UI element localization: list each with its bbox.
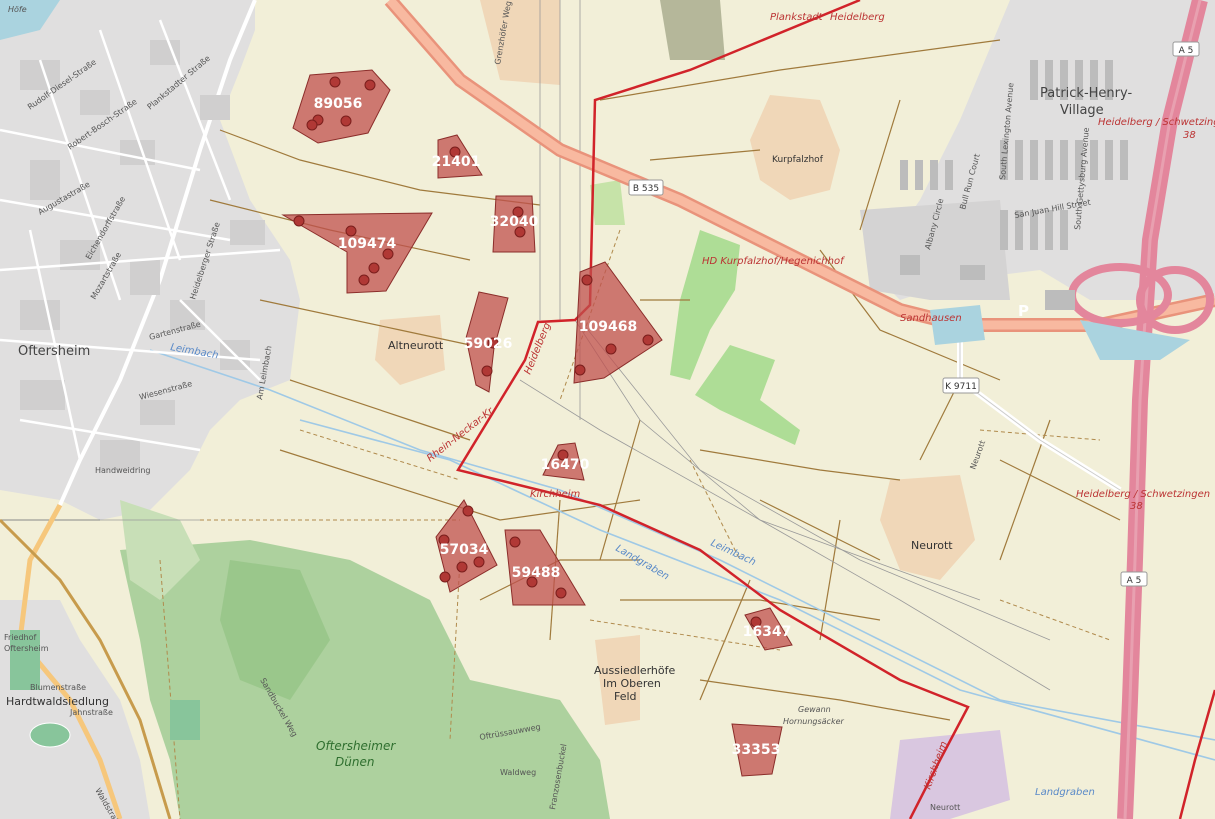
- label-patrick-henry-1: Patrick-Henry-: [1040, 86, 1132, 101]
- parcel-label-21401: 21401: [432, 154, 481, 170]
- street-handweid: Handweidring: [95, 466, 151, 475]
- label-kurpfalzhof: Kurpfalzhof: [772, 155, 824, 165]
- field-green-2: [695, 345, 800, 445]
- parcel-label-109468: 109468: [579, 319, 637, 335]
- b535-road-inner: [386, 0, 1215, 330]
- parcel-89056[interactable]: 89056: [292, 69, 391, 144]
- parcel-33353[interactable]: 33353: [731, 723, 783, 777]
- district-boundary: [456, 0, 970, 819]
- parcel-59488[interactable]: 59488: [504, 529, 586, 606]
- parcel-label-16347: 16347: [743, 624, 792, 640]
- streams: [149, 349, 1215, 761]
- a5-interchange-loop-right: [1136, 266, 1214, 334]
- sports-pitch: [170, 700, 200, 740]
- label-hardtwaldsiedlung: Hardtwaldsiedlung: [6, 695, 109, 708]
- label-aussiedlerhoefe-1: Aussiedlerhöfe: [594, 664, 675, 677]
- label-hd-schwetzingen-1: Heidelberg / Schwetzingen: [1098, 117, 1215, 128]
- label-patrick-henry-2: Village: [1060, 103, 1104, 118]
- oftersheim-buildings: [20, 40, 265, 470]
- label-kirchheim: Kirchheim: [530, 489, 581, 500]
- road-west: [17, 503, 123, 819]
- field-green-1: [670, 230, 740, 380]
- k9711-shield: K 9711: [942, 377, 980, 394]
- parcel-21401[interactable]: 21401: [432, 134, 483, 179]
- parcel-32040[interactable]: 32040: [490, 195, 539, 253]
- label-hornungsaecker: Hornungsäcker: [783, 717, 845, 726]
- stadium-track: [29, 722, 71, 748]
- parcel-59026[interactable]: 59026: [464, 291, 513, 393]
- label-landgraben-2: Landgraben: [1035, 787, 1095, 798]
- altneurott-settlement: [375, 315, 445, 385]
- a5-shield-bottom: A 5: [1120, 571, 1148, 587]
- dashed-tracks: [159, 229, 1111, 819]
- forest-patch: [120, 500, 200, 600]
- label-kurpfalzhof-hegenichhof: HD Kurpfalzhof/Hegenichhof: [702, 256, 845, 267]
- svg-text:K 9711: K 9711: [945, 382, 977, 392]
- label-altneurott: Altneurott: [388, 339, 444, 352]
- label-neurott: Neurott: [911, 539, 953, 552]
- label-friedhof-1: Friedhof: [4, 633, 36, 642]
- b535-shield: B 535: [628, 179, 664, 196]
- label-gewann: Gewann: [798, 705, 831, 714]
- a5-shield-top: A 5: [1172, 41, 1200, 57]
- retention-pond: [930, 305, 985, 345]
- svg-text:P: P: [1018, 302, 1029, 320]
- label-hd-schwetzingen-1b: 38: [1183, 130, 1196, 141]
- power-lines: [0, 0, 1051, 691]
- parcel-label-59026: 59026: [464, 336, 513, 352]
- parcel-label-57034: 57034: [440, 542, 489, 558]
- aussiedlerhoefe-settlement: [595, 635, 640, 725]
- road-southwest: [0, 518, 172, 819]
- parcel-109468[interactable]: 109468: [573, 261, 663, 384]
- svg-text:A 5: A 5: [1127, 576, 1142, 586]
- oftersheim-streets: [0, 19, 281, 461]
- parcels-layer: 89056 21401 109474 32040: [281, 69, 793, 777]
- label-aussiedlerhoefe-2: Im Oberen: [603, 677, 661, 690]
- field-dark-1: [660, 0, 725, 60]
- parcel-label-33353: 33353: [732, 742, 781, 758]
- label-neurott-small: Neurott: [930, 803, 960, 812]
- kurpfalzhof-settlement: [750, 95, 840, 200]
- field-green-3: [590, 180, 625, 225]
- parcel-label-59488: 59488: [512, 565, 561, 581]
- water-body: [0, 0, 60, 40]
- street-jahn: Jahnstraße: [69, 708, 113, 717]
- label-duenen: Dünen: [335, 755, 374, 769]
- label-oftersheim: Oftersheim: [18, 344, 90, 359]
- sports-field: [10, 630, 40, 690]
- parcel-label-89056: 89056: [314, 96, 363, 112]
- label-oftersheimer: Oftersheimer: [316, 739, 396, 753]
- parcel-16470[interactable]: 16470: [541, 442, 590, 481]
- parcel-16347[interactable]: 16347: [743, 607, 793, 651]
- patrick-henry-buildings: [900, 60, 1128, 310]
- district-boundary-east: [1178, 689, 1215, 819]
- parcel-label-16470: 16470: [541, 457, 590, 473]
- svg-text:A 5: A 5: [1179, 46, 1194, 56]
- label-sandhausen: Sandhausen: [900, 313, 962, 324]
- parcel-57034[interactable]: 57034: [435, 499, 498, 593]
- svg-text:B 535: B 535: [633, 184, 659, 194]
- forest-dense-patch: [220, 560, 330, 700]
- label-hd-schwetzingen-2: Heidelberg / Schwetzingen: [1076, 489, 1210, 500]
- neurott-settlement: [880, 475, 975, 580]
- parcel-label-32040: 32040: [490, 214, 539, 230]
- parking-sign: P: [1018, 302, 1029, 320]
- label-friedhof-2: Oftersheim: [4, 644, 49, 653]
- label-hd-schwetzingen-2b: 38: [1130, 501, 1143, 512]
- street-blumen: Blumenstraße: [30, 683, 86, 692]
- street-waldweg: Waldweg: [500, 768, 536, 777]
- parcel-label-109474: 109474: [338, 236, 397, 252]
- label-aussiedlerhoefe-3: Feld: [614, 690, 637, 703]
- label-hofe: Höfe: [8, 5, 27, 14]
- label-plankstadt: Plankstadt: [770, 12, 824, 23]
- label-heidelberg-top: Heidelberg: [830, 12, 885, 23]
- parcel-109474[interactable]: 109474: [281, 212, 433, 294]
